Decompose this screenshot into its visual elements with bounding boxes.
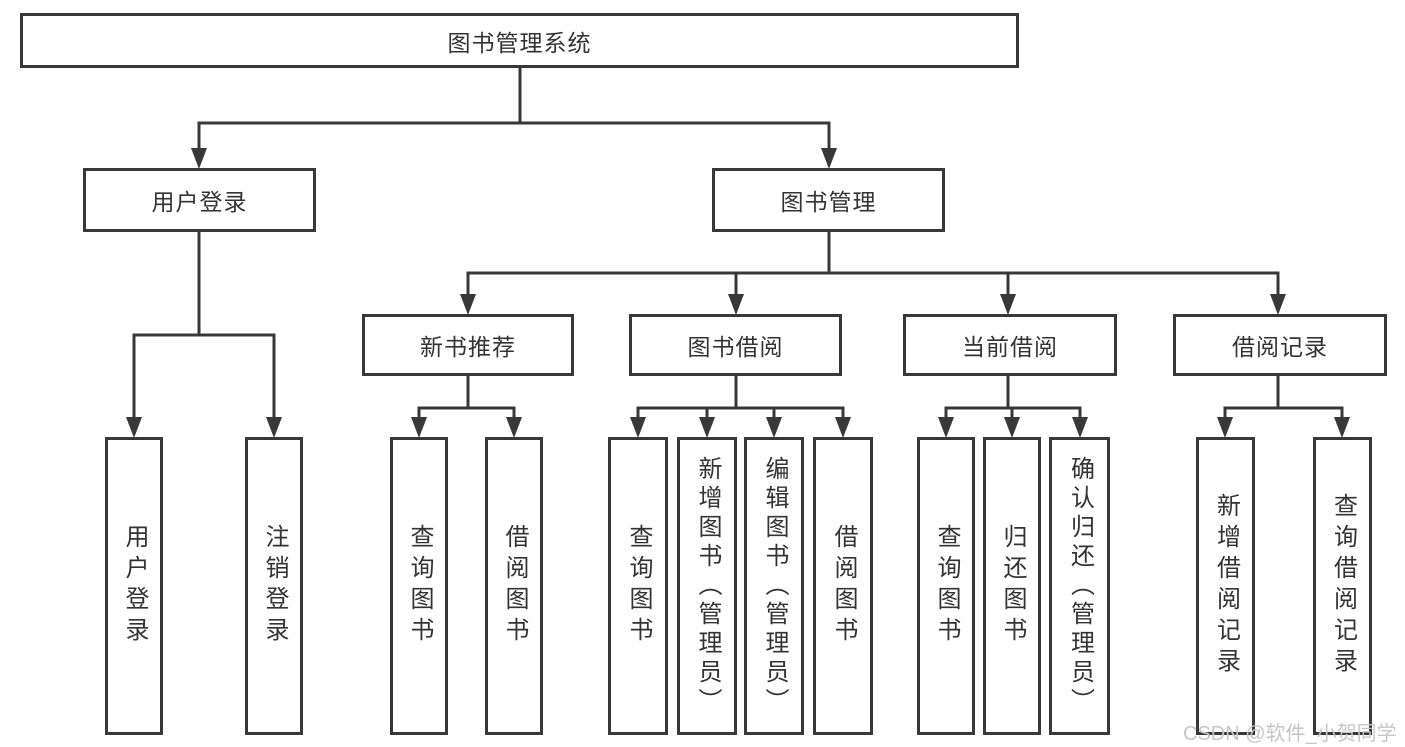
leaf-borrowing-borrow-books: 借阅图书 [813, 437, 873, 735]
leaf-user-login: 用户登录 [105, 437, 163, 735]
leaf-borrowing-query-books: 查询图书 [608, 437, 668, 735]
leaf-add-books-admin: 新增图书（管理员） [677, 437, 737, 735]
leaf-current-query-books: 查询图书 [917, 437, 975, 735]
leaf-confirm-return-admin: 确认归还（管理员） [1049, 437, 1110, 735]
leaf-logout: 注销登录 [245, 437, 303, 735]
leaf-recommend-borrow-books: 借阅图书 [485, 437, 543, 735]
node-book-management: 图书管理 [712, 168, 945, 232]
arrowheads [126, 148, 1350, 438]
leaf-query-borrow-record: 查询借阅记录 [1313, 437, 1372, 735]
node-borrowing-records: 借阅记录 [1173, 314, 1387, 376]
node-new-book-recommendation: 新书推荐 [362, 314, 574, 376]
node-library-system: 图书管理系统 [20, 13, 1019, 68]
leaf-recommend-query-books: 查询图书 [390, 437, 448, 735]
watermark: CSDN @软件_小贺同学 [1183, 723, 1397, 745]
node-book-borrowing: 图书借阅 [629, 314, 842, 376]
node-current-borrowing: 当前借阅 [903, 314, 1117, 376]
node-user-login: 用户登录 [83, 168, 316, 232]
leaf-add-borrow-record: 新增借阅记录 [1196, 437, 1255, 735]
leaf-return-books: 归还图书 [983, 437, 1041, 735]
leaf-edit-books-admin: 编辑图书（管理员） [744, 437, 804, 735]
